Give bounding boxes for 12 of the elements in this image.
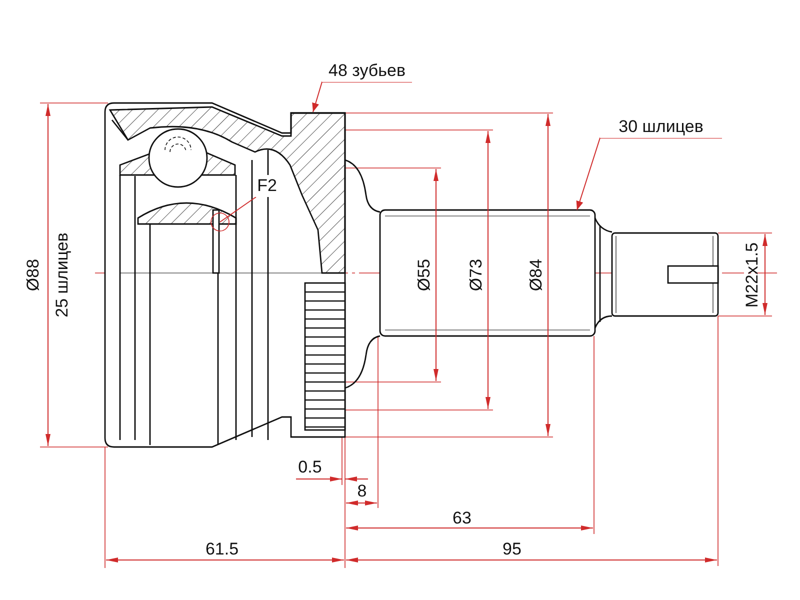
dimension-label: Ø73 xyxy=(466,258,486,292)
dimension-label: 63 xyxy=(452,508,472,528)
dimension-label: M22x1.5 xyxy=(742,242,762,308)
dimension-label: Ø55 xyxy=(414,258,434,292)
dimension-label: 61.5 xyxy=(205,540,239,558)
dimension-label: Ø84 xyxy=(526,258,546,292)
dimension-label: Ø88 xyxy=(24,258,42,292)
dimension-label: 8 xyxy=(357,482,367,500)
leader-line xyxy=(210,196,256,232)
dimension-label: 95 xyxy=(502,540,522,558)
dimension-label: 0.5 xyxy=(298,458,322,476)
dimension-label: 25 шлицев xyxy=(52,232,72,318)
